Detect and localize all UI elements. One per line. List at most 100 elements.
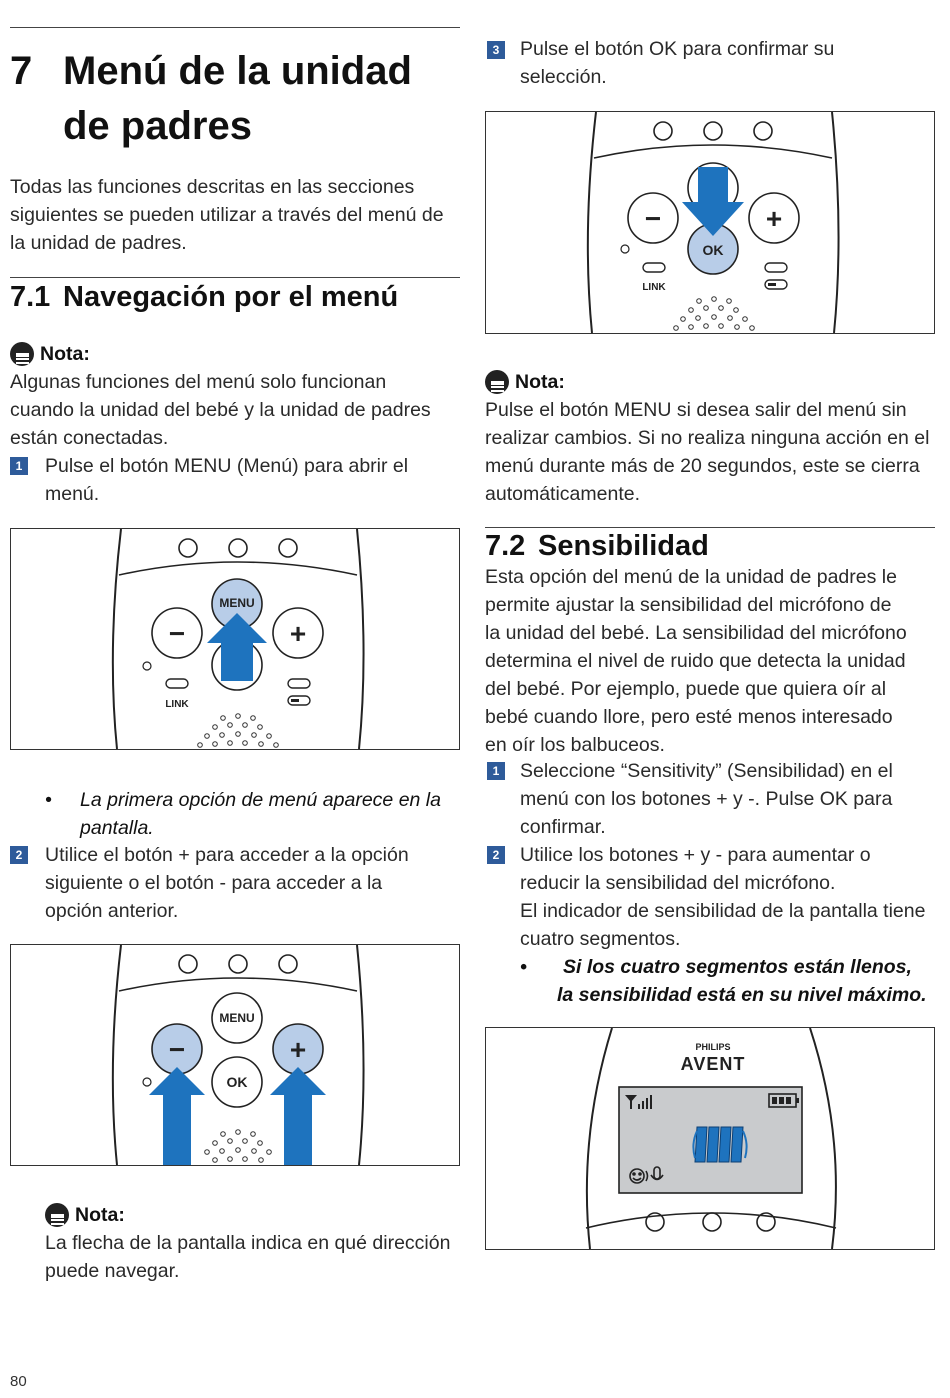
note-line: puede navegar. (45, 1260, 180, 1282)
sens-step-2-badge: 2 (487, 846, 505, 864)
step-1-text: Pulse el botón MENU (Menú) para abrir el… (45, 452, 455, 508)
ok-button-label: OK (227, 1074, 248, 1090)
step-line: Utilice los botones + y - para aumentar … (520, 844, 871, 866)
step-1-badge: 1 (10, 457, 28, 475)
bullet-line: La primera opción de menú aparece en la (80, 789, 441, 811)
page-number: 80 (10, 1373, 27, 1390)
step-2-text: Utilice el botón + para acceder a la opc… (45, 841, 460, 925)
section-7-1-number: 7.1 (10, 281, 51, 313)
sens-step-2-text: Utilice los botones + y - para aumentar … (520, 841, 945, 953)
bullet-line: la sensibilidad está en su nivel máximo. (557, 984, 927, 1006)
intro-line: siguientes se pueden utilizar a través d… (10, 204, 444, 226)
note-3-title: Nota: (75, 1204, 125, 1226)
step-3-text: Pulse el botón OK para confirmar su sele… (520, 35, 940, 91)
section-7-2-title: Sensibilidad (538, 530, 709, 562)
note-icon (485, 370, 509, 394)
note-1-body: Algunas funciones del menú solo funciona… (10, 368, 460, 452)
minus-button-label: − (169, 618, 185, 649)
paragraph-line: en oír los balbuceos. (485, 734, 665, 756)
step-line: Pulse el botón MENU (Menú) para abrir el (45, 455, 409, 477)
step-2-badge: 2 (10, 846, 28, 864)
intro-line: Todas las funciones descritas en las sec… (10, 176, 415, 198)
sensitivity-intro: Esta opción del menú de la unidad de pad… (485, 563, 940, 759)
chapter-title-line1: Menú de la unidad (63, 49, 412, 93)
step-line: menú. (45, 483, 100, 505)
section-7-2-number: 7.2 (485, 530, 526, 562)
bullet-line: pantalla. (80, 817, 154, 839)
signal-icon (625, 1095, 652, 1109)
figure-ok-button: − + OK LINK (485, 111, 935, 334)
figure-menu-button: MENU − + LINK (10, 528, 460, 750)
paragraph-line: la unidad del bebé. La sensibilidad del … (485, 622, 907, 644)
figure-plus-minus-buttons: MENU − + OK (10, 944, 460, 1166)
sens-step-1-badge: 1 (487, 762, 505, 780)
device-illustration-3: − + OK LINK (586, 112, 840, 333)
bullet-2-text: Si los cuatro segmentos están llenos, la… (557, 953, 942, 1009)
step-3-badge: 3 (487, 41, 505, 59)
menu-button-label: MENU (219, 1011, 254, 1025)
step-line: confirmar. (520, 816, 606, 838)
bullet-2-symbol: • (520, 956, 527, 978)
step-line: selección. (520, 66, 607, 88)
sensitivity-segments (694, 1126, 744, 1163)
device-illustration-1: MENU − + LINK (111, 529, 365, 749)
note-3-body: La flecha de la pantalla indica en qué d… (45, 1229, 465, 1285)
intro-line: la unidad de padres. (10, 232, 187, 254)
plus-button-label: + (290, 1034, 306, 1065)
link-label: LINK (165, 699, 189, 710)
sens-step-1-text: Seleccione “Sensitivity” (Sensibilidad) … (520, 757, 940, 841)
step-line: Seleccione “Sensitivity” (Sensibilidad) … (520, 760, 893, 782)
menu-button-label: MENU (219, 596, 254, 610)
section-rule (10, 277, 460, 278)
step-line: Pulse el botón OK para confirmar su (520, 38, 835, 60)
paragraph-line: bebé cuando llore, pero esté menos inter… (485, 706, 893, 728)
note-line: automáticamente. (485, 483, 641, 505)
device-illustration-2: MENU − + OK (111, 945, 365, 1165)
intro-paragraph: Todas las funciones descritas en las sec… (10, 173, 460, 257)
note-line: Pulse el botón MENU si desea salir del m… (485, 399, 907, 421)
step-line: Utilice el botón + para acceder a la opc… (45, 844, 409, 866)
minus-button-label: − (645, 203, 661, 234)
note-2-body: Pulse el botón MENU si desea salir del m… (485, 396, 940, 508)
chapter-title-line2: de padres (63, 104, 252, 148)
paragraph-line: Esta opción del menú de la unidad de pad… (485, 566, 897, 588)
note-2-title: Nota: (515, 371, 565, 393)
plus-button-label: + (290, 618, 306, 649)
battery-icon (768, 1093, 799, 1108)
note-line: Algunas funciones del menú solo funciona… (10, 371, 387, 393)
step-line: menú con los botones + y -. Pulse OK par… (520, 788, 893, 810)
note-1-title: Nota: (40, 343, 90, 365)
chapter-number: 7 (10, 49, 33, 93)
bullet-1-text: La primera opción de menú aparece en la … (80, 786, 460, 842)
note-line: realizar cambios. Si no realiza ninguna … (485, 427, 930, 449)
step-line: El indicador de sensibilidad de la panta… (520, 900, 926, 922)
brand-avent: AVENT (681, 1054, 746, 1074)
note-2-heading: Nota: (485, 368, 565, 396)
section-7-1-title: Navegación por el menú (63, 281, 399, 313)
note-line: La flecha de la pantalla indica en qué d… (45, 1232, 451, 1254)
baby-microphone-icon (629, 1166, 664, 1184)
minus-button-label: − (169, 1034, 185, 1065)
section-rule (485, 527, 935, 528)
step-line: siguiente o el botón - para acceder a la (45, 872, 383, 894)
paragraph-line: determina el nivel de ruido que detecta … (485, 650, 906, 672)
note-icon (45, 1203, 69, 1227)
brand-philips: PHILIPS (695, 1042, 730, 1052)
bullet-1-symbol: • (45, 789, 52, 811)
top-rule (10, 27, 460, 28)
device-illustration-4: PHILIPS AVENT (585, 1028, 837, 1249)
paragraph-line: del bebé. Por ejemplo, puede que quiera … (485, 678, 887, 700)
ok-button-label: OK (703, 242, 724, 258)
step-line: opción anterior. (45, 900, 179, 922)
paragraph-line: permite ajustar la sensibilidad del micr… (485, 594, 892, 616)
plus-button-label: + (766, 203, 782, 234)
step-line: cuatro segmentos. (520, 928, 681, 950)
note-3-heading: Nota: (45, 1201, 125, 1229)
note-icon (10, 342, 34, 366)
note-line: menú durante más de 20 segundos, este se… (485, 455, 920, 477)
note-1-heading: Nota: (10, 340, 90, 368)
step-line: reducir la sensibilidad del micrófono. (520, 872, 836, 894)
bullet-line: Si los cuatro segmentos están llenos, (563, 956, 912, 978)
link-label: LINK (642, 282, 666, 293)
note-line: están conectadas. (10, 427, 169, 449)
